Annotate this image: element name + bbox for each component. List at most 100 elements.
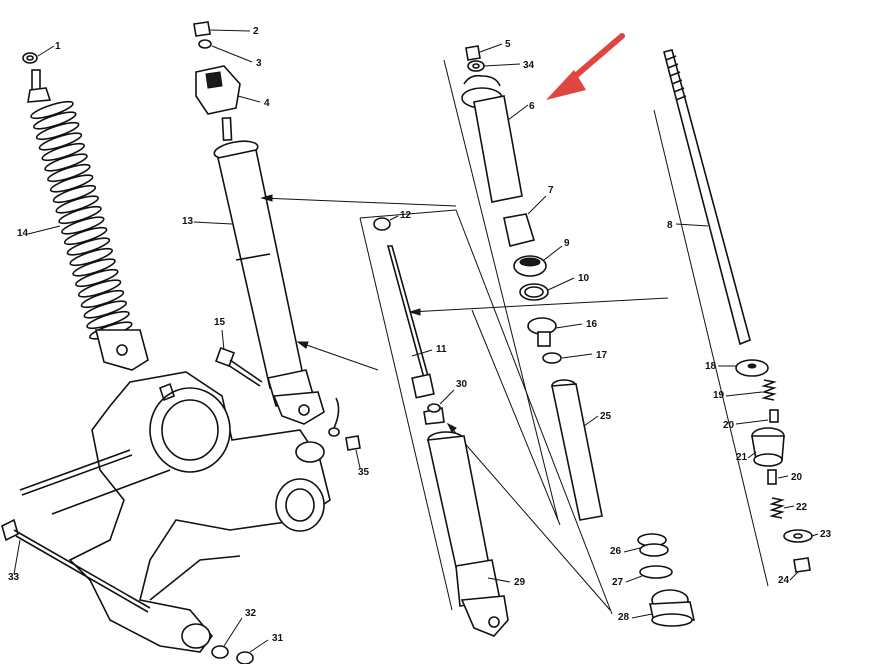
callout-6: 6: [529, 101, 535, 112]
washer-1: [22, 52, 38, 64]
leader-line-25: [583, 415, 599, 427]
callout-9: 9: [564, 238, 570, 249]
spring-coil: [33, 111, 77, 130]
nut-24: [793, 557, 811, 573]
callout-26: 26: [610, 546, 622, 557]
callout-24: 24: [778, 575, 790, 586]
frame-lines: [359, 59, 769, 615]
callout-4: 4: [264, 98, 270, 109]
leader-line-9: [543, 245, 563, 261]
callout-3: 3: [256, 58, 262, 69]
spring-coil: [30, 100, 74, 120]
swingarm-casting: [68, 371, 331, 653]
washer-17: [542, 352, 562, 364]
callout-5: 5: [505, 39, 511, 50]
spring-coil: [38, 132, 83, 151]
spring-coil: [49, 174, 94, 193]
callout-35: 35: [358, 467, 370, 478]
leader-line-16: [555, 323, 583, 329]
spring-coil: [75, 268, 119, 288]
shock-lower-29: [427, 431, 509, 637]
leader-line-11: [411, 349, 433, 357]
leader-line-22: [783, 505, 795, 509]
spring-coil: [86, 310, 130, 330]
leader-line-20a: [735, 419, 769, 425]
leader-line-26: [623, 547, 641, 553]
cap-30: [423, 403, 445, 425]
axle-bolt-33: [1, 518, 151, 613]
nut-20a: [769, 409, 779, 423]
leader-line-27: [625, 575, 643, 583]
callout-29: 29: [514, 577, 526, 588]
callout-13: 13: [182, 216, 194, 227]
callout-34: 34: [523, 60, 535, 71]
leader-line-6: [507, 104, 529, 121]
assembly-arrows: [260, 194, 669, 611]
top-nut: [193, 21, 211, 37]
callout-7: 7: [548, 185, 554, 196]
spring-coil: [47, 163, 91, 183]
rubber-bush: [195, 65, 241, 115]
tube-25: [551, 379, 603, 521]
leader-line-8: [675, 223, 709, 227]
rod-8: [663, 49, 751, 346]
rod-11: [386, 245, 435, 399]
callout-2: 2: [253, 26, 259, 37]
leader-line-23: [811, 533, 819, 537]
spring-coil: [61, 216, 105, 235]
leader-line-33: [13, 539, 21, 575]
bolt-15: [215, 347, 263, 387]
spring-19: [761, 379, 777, 401]
callout-20b: 20: [791, 472, 803, 483]
callout-19: 19: [713, 390, 725, 401]
callout-22: 22: [796, 502, 808, 513]
top-washer: [198, 39, 212, 49]
shock-absorber-body: [213, 116, 325, 425]
spring-coil: [80, 289, 125, 309]
callout-12: 12: [400, 210, 412, 221]
coil-spring: [27, 69, 149, 371]
tube-6: [461, 74, 523, 203]
leader-line-14: [27, 225, 61, 235]
callout-18: 18: [705, 361, 717, 372]
spring-26: [637, 533, 669, 557]
gear-ring-10: [519, 283, 549, 301]
nut-20b: [767, 469, 777, 485]
callout-25: 25: [600, 411, 612, 422]
spring-coil: [41, 142, 85, 162]
leader-line-1: [37, 45, 55, 57]
callout-31: 31: [272, 633, 284, 644]
valve-21: [751, 427, 785, 467]
cap-nut-5: [465, 45, 481, 61]
spring-coil: [69, 247, 113, 267]
callout-11: 11: [436, 344, 447, 355]
long-rod-left: [19, 449, 171, 515]
disc-18: [735, 359, 769, 377]
leader-line-34: [483, 63, 521, 67]
spring-coil: [77, 279, 122, 298]
valve-28: [649, 589, 695, 627]
spring-coil: [63, 226, 108, 246]
leader-line-7: [527, 195, 547, 215]
washer-27: [639, 565, 673, 579]
spring-coil: [55, 195, 99, 214]
washer-23: [783, 529, 813, 543]
cone-bush-7: [503, 213, 536, 247]
leader-line-28: [631, 613, 653, 619]
leader-lines: [13, 29, 819, 653]
callout-1: 1: [55, 41, 61, 52]
spring-coil: [35, 121, 80, 141]
callout-28: 28: [618, 612, 630, 623]
leader-line-29: [487, 577, 511, 583]
callout-30: 30: [456, 379, 468, 390]
callout-16: 16: [586, 319, 598, 330]
leader-line-15: [221, 329, 225, 351]
cap-12: [373, 217, 391, 231]
highlight-arrow: [546, 33, 625, 100]
valve-16: [527, 317, 557, 347]
leader-line-12: [389, 215, 399, 221]
callout-21: 21: [736, 452, 748, 463]
callout-15: 15: [214, 317, 226, 328]
spring-coil: [72, 258, 116, 277]
